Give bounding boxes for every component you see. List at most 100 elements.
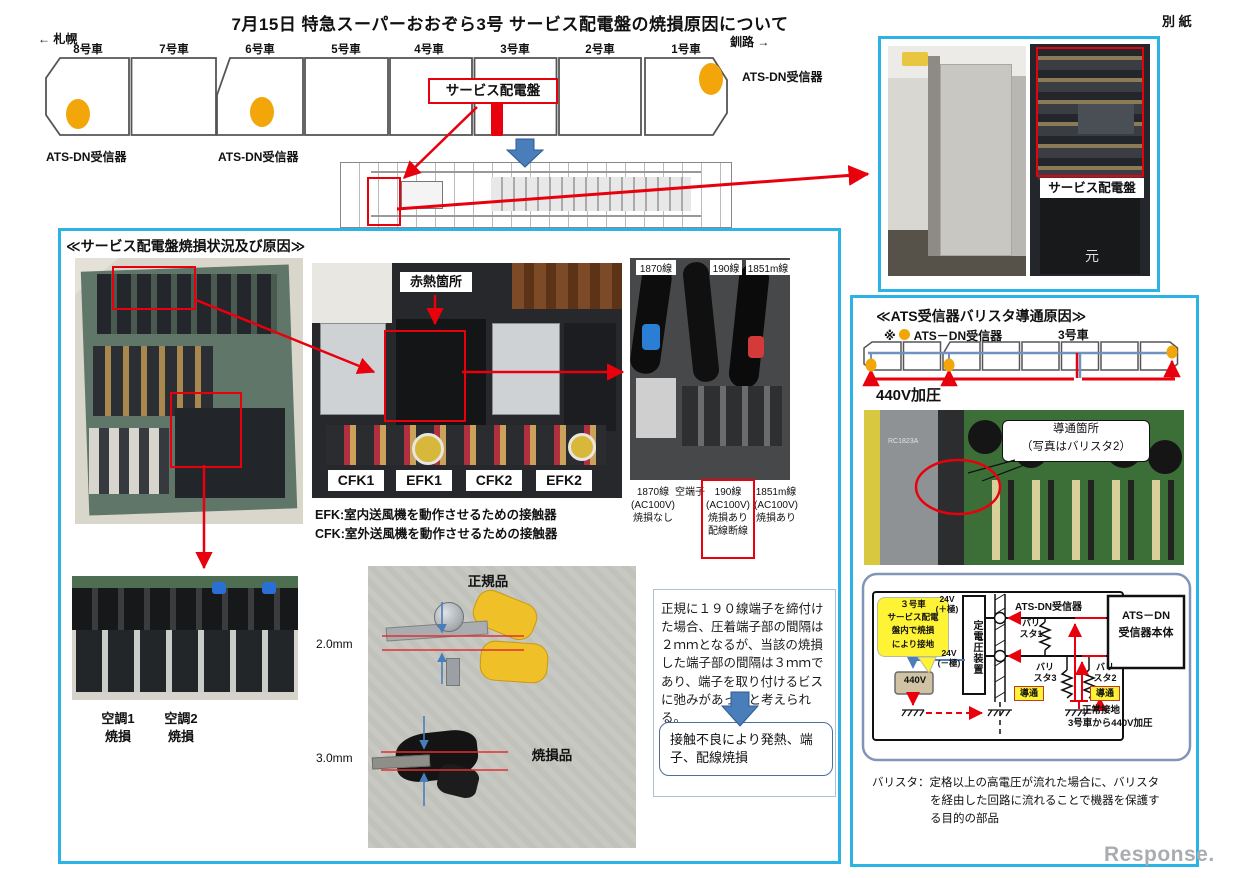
varistor-note-line3: る目的の部品 [930, 812, 999, 825]
photo-detail [468, 585, 542, 645]
receiver-label-car1: ATS-DN受信器 [742, 70, 823, 84]
circuit-varistor1-label: バリ スタ1 [1019, 618, 1043, 640]
photo-detail [1040, 194, 1140, 274]
receiver-label-car6: ATS-DN受信器 [218, 150, 299, 164]
photo-detail [1078, 104, 1134, 134]
car-label-4: 4号車 [414, 44, 444, 56]
circuit-varistor2-label: バリ スタ2 [1093, 662, 1117, 684]
ats-receiver-dot-car8 [66, 99, 90, 129]
photo-detail [681, 260, 721, 384]
photo-detail [974, 480, 1174, 560]
photo-contactors-closeup [312, 263, 622, 498]
gap-burnt-label: 3.0mm [316, 751, 353, 765]
photo-detail [89, 428, 169, 494]
circuit-varistor3-label: バリ スタ3 [1033, 662, 1057, 684]
page-title: 7月15日 特急スーパーおおぞら3号 サービス配電盤の焼損原因について [231, 15, 789, 34]
photo-detail [175, 408, 285, 498]
photo-detail [727, 262, 771, 390]
photo-detail [512, 263, 622, 309]
circuit-24v-minus: 24V (－極) [937, 648, 961, 669]
photo-detail [642, 324, 660, 350]
pressure-label: 440V加圧 [876, 387, 942, 404]
photo-detail [1148, 440, 1182, 474]
photo-detail [928, 56, 940, 256]
circuit-receiver-body-label: ATS－DN 受信器本体 [1118, 610, 1174, 639]
wire-caption-190-highlight: 190線 (AC100V) 焼損あり 配線断線 [701, 479, 755, 559]
legend-label: ATS－DN受信器 [913, 329, 1003, 343]
analysis-box [653, 589, 836, 797]
panel-photo-mark: 元 [1085, 248, 1099, 264]
photo-detail [72, 588, 298, 630]
receiver-legend: ※ ATS－DN受信器 [884, 327, 1002, 344]
photo-detail [434, 602, 464, 632]
photo-detail [492, 323, 560, 415]
photo-code-label: RC1823A [888, 438, 919, 445]
car-label-5: 5号車 [331, 44, 361, 56]
contactor-label-efk1: EFK1 [396, 470, 452, 491]
photo-detail [491, 177, 691, 211]
cfk-note: CFK:室外送風機を動作させるための接触器 [315, 527, 558, 541]
gap-normal-label: 2.0mm [316, 637, 353, 651]
photo-detail [938, 410, 964, 565]
photo-detail [371, 171, 701, 173]
mini-car3-label: 3号車 [1058, 328, 1089, 342]
photo-detail [93, 346, 213, 416]
car-label-1: 1号車 [671, 44, 701, 56]
station-left: ← 札幌 [38, 32, 78, 46]
photo-detail [76, 630, 294, 692]
wire-caption-empty: 空端子 [675, 487, 705, 498]
photo-detail [72, 576, 298, 590]
circuit-ground-note2: 3号車から440V加圧 [1068, 718, 1153, 729]
photo-detail [212, 582, 226, 594]
car-label-8: 8号車 [73, 44, 103, 56]
circuit-ground-note1: 正常接地 [1082, 705, 1121, 716]
panel-hotspot-highlight-lower [170, 392, 242, 468]
wire-top-label-190: 190線 [710, 260, 742, 275]
contactor-label-cfk1: CFK1 [328, 470, 384, 491]
photo-burnt-ac-breakers [72, 576, 298, 700]
normal-part-label: 正規品 [467, 574, 509, 589]
circuit-receiver-label: ATS-DN受信器 [1015, 602, 1083, 613]
circuit-regulator-label: 定電圧装置 [971, 619, 982, 675]
ats-receiver-dot-car6 [250, 97, 274, 127]
photo-detail [434, 761, 482, 801]
panel-photo-highlight [1036, 47, 1144, 177]
wire-caption-1851m: 1851m線 (AC100V) 焼損あり [754, 487, 798, 524]
ac2-burn-label: 空調2 焼損 [164, 711, 198, 745]
varistor-note-line2: を経由した回路に流れることで機器を保護す [930, 794, 1160, 807]
photo-detail [1012, 76, 1026, 256]
car-label-2: 2号車 [585, 44, 615, 56]
legend-dot-icon [898, 329, 910, 340]
car-label-7: 7号車 [159, 44, 189, 56]
hotspot-label: 赤熱箇所 [400, 272, 472, 292]
photo-detail [412, 433, 444, 465]
photo-detail [682, 386, 782, 446]
photo-detail [940, 64, 1012, 256]
ac1-burn-label: 空調1 焼損 [101, 711, 135, 745]
photo-detail [478, 639, 550, 685]
train-formation-graphic [45, 57, 728, 136]
photo-detail [564, 323, 616, 431]
photo-detail [636, 378, 676, 438]
legend-asterisk: ※ [884, 329, 896, 343]
photo-service-panel-open [1030, 44, 1150, 276]
photo-detail [568, 433, 596, 461]
contactor-label-cfk2: CFK2 [466, 470, 522, 491]
varistor-note-line1: バリスタ：定格以上の高電圧が流れた場合に、バリスタ [872, 777, 1160, 789]
mini-train-graphic [862, 341, 1181, 387]
varistor-note: バリスタ：定格以上の高電圧が流れた場合に、バリスタ を経由した回路に流れることで… [872, 775, 1188, 828]
analysis-text: 正規に１９０線端子を締付けた場合、圧着端子部の間隔は２ｍｍとなるが、当該の焼損し… [661, 602, 824, 725]
wire-top-label-1870: 1870線 [636, 260, 676, 275]
photo-detail [630, 262, 674, 376]
photo-detail [312, 263, 392, 323]
conclusion-box: 接触不良により発熱、端子、配線焼損 [659, 722, 833, 776]
conduction-callout: 導通箇所 （写真はバリスタ2） [1002, 420, 1150, 462]
photo-detail [902, 52, 928, 66]
contactor-label-efk2: EFK2 [536, 470, 592, 491]
circuit-conduction3-chip: 導通 [1014, 686, 1044, 701]
wire-caption-1870: 1870線 (AC100V) 焼損なし [631, 487, 675, 524]
burn-section-header: ≪サービス配電盤焼損状況及び原因≫ [66, 238, 306, 254]
ats-receiver-dot-car1 [699, 63, 723, 95]
receiver-label-car8: ATS-DN受信器 [46, 150, 127, 164]
